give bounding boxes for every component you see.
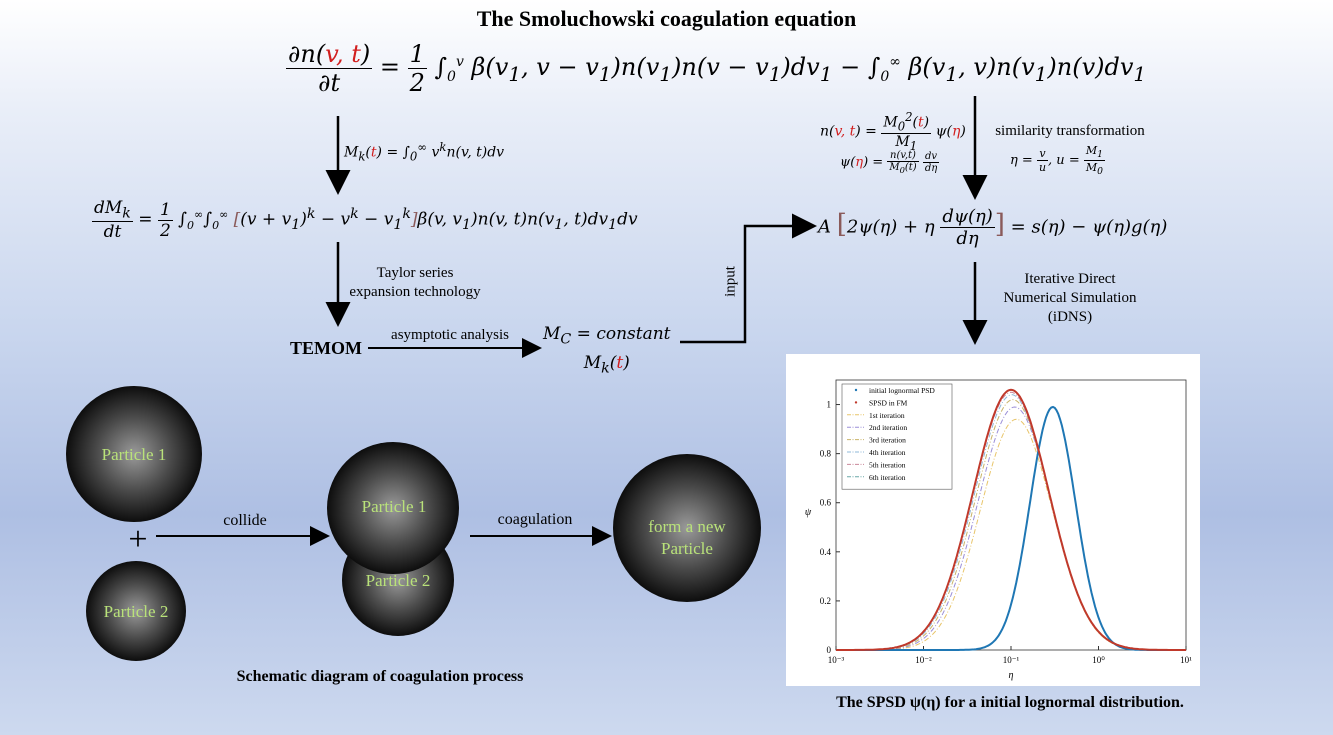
particle-1 <box>66 386 202 522</box>
legend-entry: 1st iteration <box>869 411 905 420</box>
legend-marker <box>854 401 858 404</box>
idns-label: Iterative Direct Numerical Simulation (i… <box>1003 271 1137 325</box>
spsd-chart-svg: 10⁻³ 10⁻² 10⁻¹ 10⁰ 10¹ 0 0.2 0.4 0.6 0.8 1 η ψ initia… <box>805 379 1192 681</box>
asymptotic-label: asymptotic analysis <box>391 327 509 343</box>
legend-entry: 6th iteration <box>869 473 906 482</box>
x-tick-label: 10⁰ <box>1092 655 1105 665</box>
y-axis-label: ψ <box>805 507 812 518</box>
new-particle <box>613 454 761 602</box>
merged-particle-2-label: Particle 2 <box>366 571 431 590</box>
legend-entry: 2nd iteration <box>869 423 907 432</box>
schematic-caption: Schematic diagram of coagulation process <box>236 668 524 685</box>
plus-sign: + <box>128 521 147 558</box>
legend-entry: initial lognormal PSD <box>869 386 935 395</box>
similarity-formula-n: n(v, t) = M02(t)M1 ψ(η) <box>820 110 966 154</box>
new-particle-label-2: Particle <box>661 539 713 558</box>
temom-label: TEMOM <box>290 338 362 358</box>
arrow-input <box>680 213 817 344</box>
coagulation-schematic: Particle 1 Particle 2 + collide Particle… <box>66 386 761 661</box>
merged-particle-1-label: Particle 1 <box>362 497 427 516</box>
y-tick-label: 0.4 <box>820 547 832 557</box>
y-tick-label: 1 <box>827 400 832 410</box>
moment-definition: Mk(t) = ∫0∞ vkn(v, t)dv <box>344 140 505 164</box>
y-tick-label: 0.6 <box>820 498 832 508</box>
coagulation-label: coagulation <box>498 511 573 528</box>
y-tick-label: 0.2 <box>820 596 831 606</box>
self-similar-equation: A [2ψ(η) + η dψ(η)dη] = s(η) − ψ(η)g(η) <box>818 206 1168 249</box>
page-title: The Smoluchowski coagulation equation <box>476 6 857 31</box>
new-particle-label-1: form a new <box>648 517 726 536</box>
plot-caption: The SPSD ψ(η) for a initial lognormal di… <box>836 694 1184 711</box>
particle-2-label: Particle 2 <box>104 602 169 621</box>
series-line <box>836 388 1186 651</box>
x-tick-label: 10⁻¹ <box>1003 655 1020 665</box>
x-tick-label: 10¹ <box>1180 655 1192 665</box>
legend-entry: 4th iteration <box>869 448 906 457</box>
y-tick-label: 0 <box>827 645 832 655</box>
legend-marker <box>854 388 858 392</box>
x-tick-label: 10⁻² <box>915 655 932 665</box>
y-tick-label: 0.8 <box>820 449 832 459</box>
legend-entry: SPSD in FM <box>869 398 908 407</box>
legend-entry: 5th iteration <box>869 460 906 469</box>
collide-label: collide <box>223 512 267 529</box>
legend-entry: 3rd iteration <box>869 436 906 445</box>
legend-box <box>841 383 953 490</box>
particle-1-label: Particle 1 <box>102 445 167 464</box>
taylor-label: Taylor series expansion technology <box>349 265 481 300</box>
x-axis-label: η <box>1009 670 1014 681</box>
series-line <box>836 405 1186 651</box>
x-tick-label: 10⁻³ <box>828 655 845 665</box>
similarity-label: similarity transformation <box>995 123 1145 139</box>
merged-particle-1 <box>327 442 459 574</box>
spsd-plot: 10⁻³ 10⁻² 10⁻¹ 10⁰ 10¹ 0 0.2 0.4 0.6 0.8 1 η ψ initia… <box>786 354 1200 686</box>
particle-2 <box>86 561 186 661</box>
